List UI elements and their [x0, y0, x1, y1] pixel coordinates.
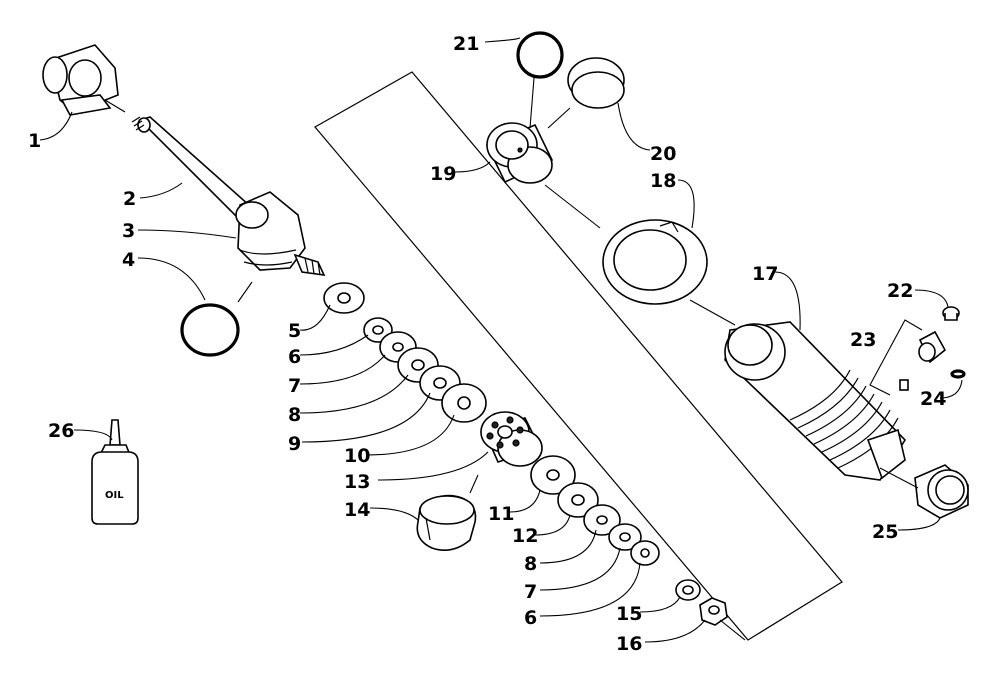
callout-18: 18: [650, 170, 676, 192]
part-25-bushing: [914, 464, 969, 519]
part-23-valve: [899, 330, 947, 391]
assembly-boundary: [314, 71, 843, 641]
part-16-nut: [699, 597, 728, 626]
callout-25: 25: [872, 521, 898, 543]
callout-6-upper: 6: [288, 346, 301, 368]
callout-4: 4: [122, 249, 135, 271]
part-19-floating-piston: [485, 122, 554, 184]
callout-12: 12: [512, 525, 538, 547]
part-15-lock-washer: [675, 579, 701, 601]
callout-15: 15: [616, 603, 642, 625]
callout-10: 10: [344, 445, 370, 467]
part-8-washer-lower: [583, 504, 621, 536]
callout-23: 23: [850, 329, 876, 351]
callout-11: 11: [488, 503, 514, 525]
callout-9: 9: [288, 433, 301, 455]
callout-17: 17: [752, 263, 778, 285]
callout-13: 13: [344, 471, 370, 493]
callout-3: 3: [122, 220, 135, 242]
callout-6-lower: 6: [524, 607, 537, 629]
callout-8-lower: 8: [524, 553, 537, 575]
part-20-backup-ring: [567, 57, 625, 109]
callout-19: 19: [430, 163, 456, 185]
part-21-o-ring: [516, 31, 564, 79]
callout-8-upper: 8: [288, 404, 301, 426]
oil-label: OIL: [105, 490, 124, 501]
part-17-shock-body: [724, 321, 907, 481]
callout-7-lower: 7: [524, 581, 537, 603]
part-18-spring-retainer: [602, 219, 708, 305]
callout-1: 1: [28, 130, 41, 152]
part-23-bracket: [869, 319, 923, 396]
part-5-washer: [323, 282, 365, 314]
callout-22: 22: [887, 280, 913, 302]
callout-21: 21: [453, 33, 479, 55]
axis-lines: [104, 99, 919, 641]
callout-20: 20: [650, 143, 676, 165]
part-11-washer: [530, 455, 576, 495]
part-6-washer-lower: [630, 540, 660, 566]
part-7-washer-lower: [608, 523, 642, 551]
callout-5: 5: [288, 320, 301, 342]
part-10-washer: [441, 383, 487, 423]
part-3-seal-head: [235, 191, 326, 276]
part-1-bushing: [42, 44, 119, 116]
callout-16: 16: [616, 633, 642, 655]
part-12-washer: [557, 482, 599, 518]
callout-24: 24: [920, 388, 946, 410]
part-26-oil-bottle: OIL: [91, 419, 139, 525]
callout-7-upper: 7: [288, 375, 301, 397]
callout-26: 26: [48, 420, 74, 442]
callouts: 1 2 3 4 5 6 7 8 9 10 13 14 11 12 8 7 6 1…: [28, 33, 946, 655]
part-22-valve-cap: [942, 306, 960, 321]
part-13-piston: [480, 411, 543, 467]
leader-lines: [39, 37, 963, 643]
part-24-o-ring: [950, 369, 966, 379]
part-14-piston-band: [416, 494, 477, 551]
part-4-o-ring: [180, 303, 240, 357]
callout-2: 2: [123, 188, 136, 210]
callout-14: 14: [344, 499, 370, 521]
